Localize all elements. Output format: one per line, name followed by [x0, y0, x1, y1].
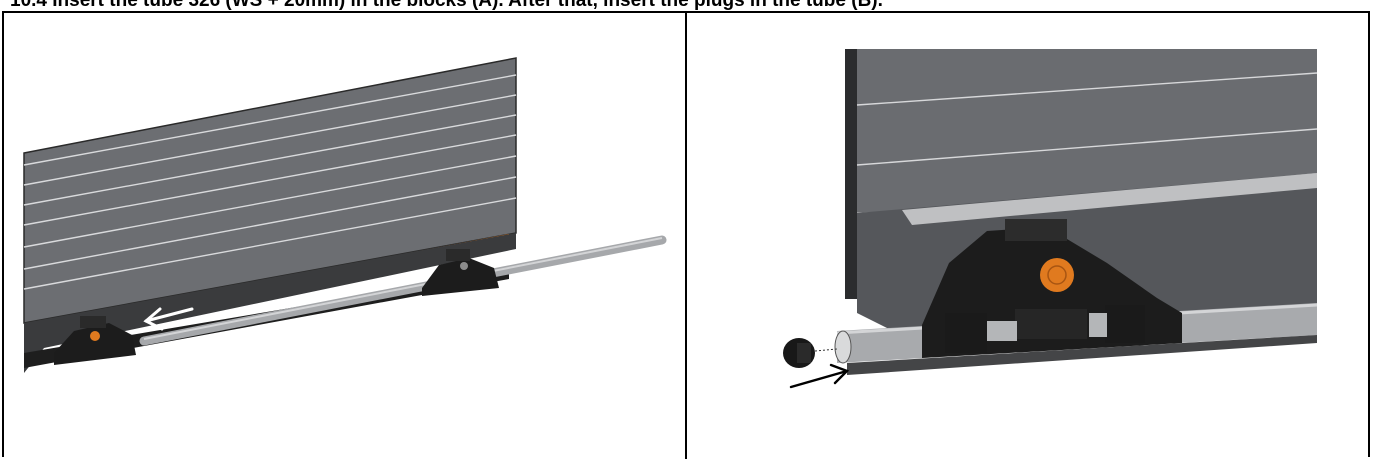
figure-left: [4, 13, 685, 459]
right-illustration: [783, 49, 1318, 389]
figure-right: [687, 13, 1368, 459]
arrow-right-icon: [789, 363, 850, 389]
arrow-left-icon: [143, 307, 194, 331]
left-bracket-back: [422, 249, 499, 296]
right-bracket: [922, 219, 1182, 358]
step-caption: 10.4 Insert the tube 326 (WS + 20mm) in …: [10, 0, 883, 11]
figure-divider: [685, 11, 687, 459]
left-illustration: [23, 57, 667, 373]
left-bracket-front: [54, 316, 136, 365]
plug-cap: [783, 338, 815, 368]
